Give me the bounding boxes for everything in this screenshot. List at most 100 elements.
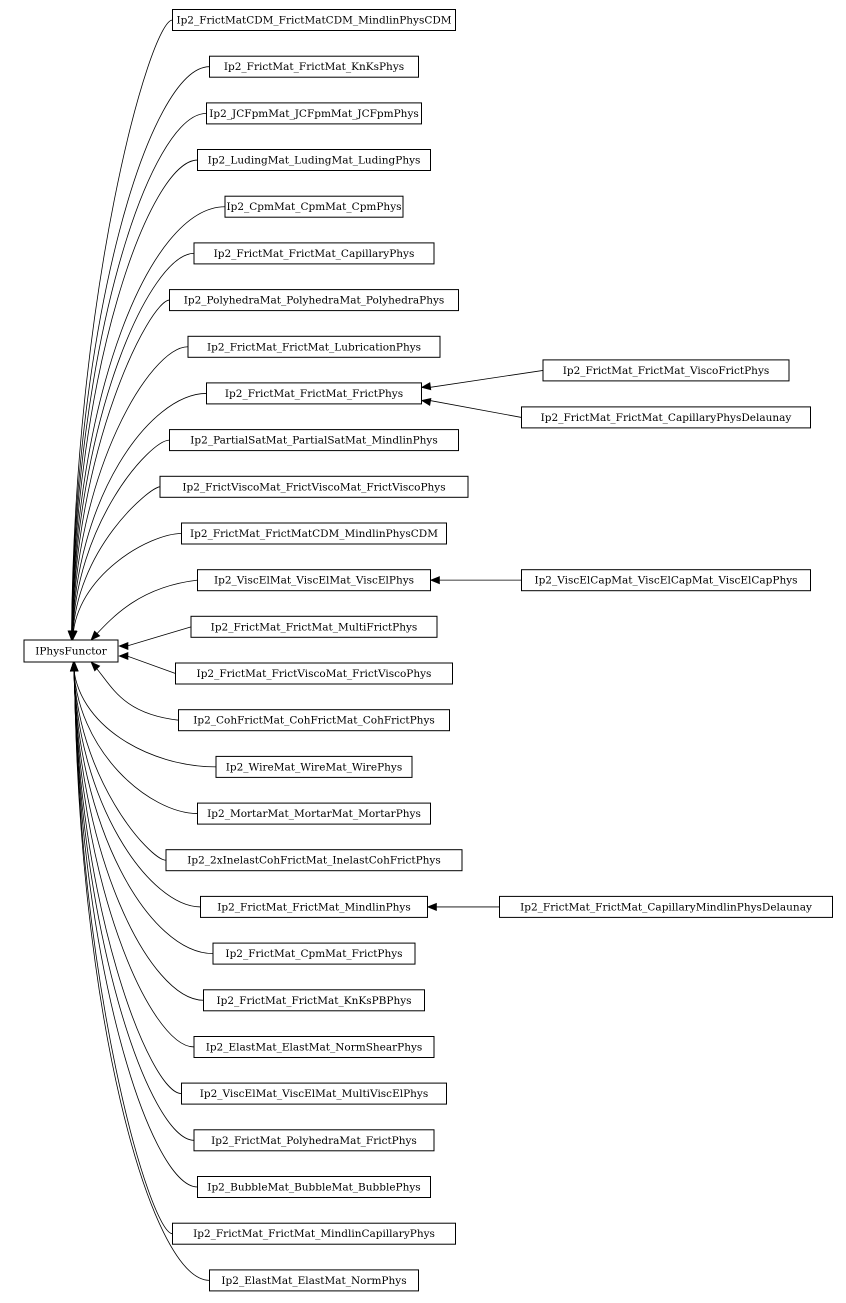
edge-line	[71, 206, 226, 641]
edge-line	[72, 661, 217, 768]
node-box	[197, 569, 431, 592]
node-ip2-frictmat-frictmat-capillaryphysdelaunay[interactable]: Ip2_FrictMat_FrictMat_CapillaryPhysDelau…	[521, 406, 811, 429]
node-iphysfunctor[interactable]: IPhysFunctor	[23, 639, 119, 663]
node-ip2-cpmmat-cpmmat-cpmphys[interactable]: Ip2_CpmMat_CpmMat_CpmPhys	[224, 195, 404, 218]
node-box	[499, 895, 833, 918]
edge-line	[74, 661, 210, 1281]
node-box	[181, 522, 447, 545]
node-label: Ip2_FrictMat_FrictMat_CapillaryPhys	[214, 248, 415, 260]
node-ip2-ludingmat-ludingmat-ludingphys[interactable]: Ip2_LudingMat_LudingMat_LudingPhys	[197, 149, 431, 171]
node-box	[193, 1036, 435, 1058]
node-box	[203, 989, 425, 1012]
node-ip2-elastmat-elastmat-normshearphys[interactable]: Ip2_ElastMat_ElastMat_NormShearPhys	[193, 1036, 435, 1058]
edge-ip2-viscelmat-viscelmat-viscelphys-to-iphysfunctor	[90, 579, 198, 641]
node-box	[181, 1082, 447, 1105]
node-ip2-frictmat-frictviscomat-frictviscophys[interactable]: Ip2_FrictMat_FrictViscoMat_FrictViscoPhy…	[175, 662, 453, 685]
node-ip2-2xinelastcohfrictmat-inelastcohfrictphys[interactable]: Ip2_2xInelastCohFrictMat_InelastCohFrict…	[165, 849, 463, 872]
node-box	[193, 1129, 435, 1152]
edge-ip2-frictmat-frictmat-mindlincapillaryphys-to-iphysfunctor	[70, 661, 173, 1235]
node-ip2-frictmat-frictmat-capillarymindlinphysdelaunay[interactable]: Ip2_FrictMat_FrictMat_CapillaryMindlinPh…	[499, 895, 833, 918]
node-label: Ip2_FrictMat_FrictViscoMat_FrictViscoPhy…	[197, 668, 432, 680]
edge-line	[90, 579, 198, 641]
edge-arrowhead	[70, 661, 79, 672]
node-label: Ip2_FrictMat_FrictMat_MultiFrictPhys	[211, 621, 418, 633]
node-box	[209, 55, 419, 78]
edge-ip2-frictmat-frictmat-viscofrictphys-to-ip2-frictmat-frictmat-frictphys	[420, 370, 544, 391]
node-ip2-frictmat-frictmat-frictphys[interactable]: Ip2_FrictMat_FrictMat_FrictPhys	[206, 382, 422, 405]
edge-line	[71, 253, 195, 641]
edge-line	[72, 533, 182, 641]
node-box	[193, 242, 435, 265]
edge-line	[72, 486, 161, 641]
node-label: Ip2_FrictMat_PolyhedraMat_FrictPhys	[211, 1135, 417, 1147]
node-ip2-frictviscomat-frictviscomat-frictviscophys[interactable]: Ip2_FrictViscoMat_FrictViscoMat_FrictVis…	[159, 475, 469, 498]
edge-line	[71, 19, 173, 641]
node-box	[187, 335, 441, 358]
node-box	[178, 709, 450, 732]
edges-layer	[67, 19, 544, 1281]
node-box	[172, 9, 456, 31]
edge-line	[429, 370, 544, 388]
node-label: Ip2_FrictMat_FrictMat_KnKsPhys	[224, 61, 404, 73]
edge-arrowhead	[118, 651, 129, 661]
node-ip2-frictmat-frictmat-mindlinphys[interactable]: Ip2_FrictMat_FrictMat_MindlinPhys	[200, 895, 428, 918]
node-ip2-frictmat-frictmat-knkspbphys[interactable]: Ip2_FrictMat_FrictMat_KnKsPBPhys	[203, 989, 425, 1012]
node-ip2-bubblemat-bubblemat-bubblephys[interactable]: Ip2_BubbleMat_BubbleMat_BubblePhys	[197, 1176, 431, 1198]
node-box	[159, 475, 469, 498]
node-ip2-frictmat-frictmat-capillaryphys[interactable]: Ip2_FrictMat_FrictMat_CapillaryPhys	[193, 242, 435, 265]
edge-line	[126, 626, 192, 647]
edge-ip2-frictmat-frictmat-capillarymindlinphysdelaunay-to-ip2-frictmat-frictmat-mindlinphys	[426, 902, 500, 911]
edge-line	[72, 439, 170, 641]
edge-ip2-bubblemat-bubblemat-bubblephys-to-iphysfunctor	[70, 661, 198, 1188]
node-label: Ip2_MortarMat_MortarMat_MortarPhys	[207, 808, 421, 820]
node-box	[521, 406, 811, 429]
node-label: Ip2_FrictMatCDM_FrictMatCDM_MindlinPhysC…	[176, 15, 451, 27]
edge-ip2-frictmat-frictmat-capillaryphysdelaunay-to-ip2-frictmat-frictmat-frictphys	[420, 398, 522, 418]
node-ip2-frictmat-frictmat-knksphys[interactable]: Ip2_FrictMat_FrictMat_KnKsPhys	[209, 55, 419, 78]
node-label: IPhysFunctor	[35, 646, 108, 658]
node-box	[521, 569, 811, 592]
node-ip2-cohfrictmat-cohfrictmat-cohfrictphys[interactable]: Ip2_CohFrictMat_CohFrictMat_CohFrictPhys	[178, 709, 450, 732]
node-ip2-polyhedramat-polyhedramat-polyhedraphys[interactable]: Ip2_PolyhedraMat_PolyhedraMat_PolyhedraP…	[169, 289, 459, 312]
node-ip2-elastmat-elastmat-normphys[interactable]: Ip2_ElastMat_ElastMat_NormPhys	[209, 1269, 419, 1292]
node-box	[197, 149, 431, 171]
node-ip2-frictmat-cpmmat-frictphys[interactable]: Ip2_FrictMat_CpmMat_FrictPhys	[212, 942, 416, 965]
node-label: Ip2_FrictMat_FrictMat_MindlinCapillaryPh…	[193, 1228, 435, 1240]
node-ip2-frictmatcdm-frictmatcdm-mindlinphyscdm[interactable]: Ip2_FrictMatCDM_FrictMatCDM_MindlinPhysC…	[172, 9, 456, 31]
node-label: Ip2_FrictMat_FrictMatCDM_MindlinPhysCDM	[190, 528, 438, 540]
node-ip2-frictmat-frictmat-multifrictphys[interactable]: Ip2_FrictMat_FrictMat_MultiFrictPhys	[190, 615, 438, 638]
node-box	[165, 849, 463, 872]
edge-ip2-jcfpmmat-jcfpmmat-jcfpmphys-to-iphysfunctor	[67, 112, 207, 641]
node-label: Ip2_FrictMat_FrictMat_ViscoFrictPhys	[563, 365, 770, 377]
node-ip2-partialsatmat-partialsatmat-mindlinphys[interactable]: Ip2_PartialSatMat_PartialSatMat_MindlinP…	[169, 429, 459, 452]
node-ip2-wiremat-wiremat-wirephys[interactable]: Ip2_WireMat_WireMat_WirePhys	[215, 755, 413, 778]
node-label: Ip2_2xInelastCohFrictMat_InelastCohFrict…	[187, 855, 441, 867]
node-ip2-viscelcapmat-viscelcapmat-viscelcapphys[interactable]: Ip2_ViscElCapMat_ViscElCapMat_ViscElCapP…	[521, 569, 811, 592]
node-label: Ip2_FrictMat_FrictMat_MindlinPhys	[217, 901, 411, 913]
node-ip2-frictmat-frictmat-mindlincapillaryphys[interactable]: Ip2_FrictMat_FrictMat_MindlinCapillaryPh…	[172, 1222, 456, 1245]
node-box	[212, 942, 416, 965]
node-ip2-frictmat-polyhedramat-frictphys[interactable]: Ip2_FrictMat_PolyhedraMat_FrictPhys	[193, 1129, 435, 1152]
node-ip2-frictmat-frictmat-viscofrictphys[interactable]: Ip2_FrictMat_FrictMat_ViscoFrictPhys	[542, 359, 790, 382]
node-ip2-jcfpmmat-jcfpmmat-jcfpmphys[interactable]: Ip2_JCFpmMat_JCFpmMat_JCFpmPhys	[206, 102, 422, 125]
edge-ip2-frictmat-frictmatcdm-mindlinphyscdm-to-iphysfunctor	[69, 533, 182, 641]
node-ip2-frictmat-frictmat-lubricationphys[interactable]: Ip2_FrictMat_FrictMat_LubricationPhys	[187, 335, 441, 358]
node-label: Ip2_ElastMat_ElastMat_NormShearPhys	[206, 1041, 423, 1053]
node-label: Ip2_PartialSatMat_PartialSatMat_MindlinP…	[190, 435, 437, 447]
node-ip2-viscelmat-viscelmat-multiviscelphys[interactable]: Ip2_ViscElMat_ViscElMat_MultiViscElPhys	[181, 1082, 447, 1105]
edge-ip2-elastmat-elastmat-normphys-to-iphysfunctor	[70, 661, 210, 1281]
edge-ip2-mortarmat-mortarmat-mortarphys-to-iphysfunctor	[69, 661, 198, 814]
node-ip2-viscelmat-viscelmat-viscelphys[interactable]: Ip2_ViscElMat_ViscElMat_ViscElPhys	[197, 569, 431, 592]
edge-line	[429, 400, 522, 418]
edge-line	[73, 661, 195, 1048]
node-box	[542, 359, 790, 382]
edge-arrowhead	[69, 630, 78, 641]
node-label: Ip2_FrictMat_CpmMat_FrictPhys	[225, 948, 402, 960]
edge-line	[90, 661, 179, 721]
edge-line	[73, 661, 201, 908]
node-box	[200, 895, 428, 918]
node-ip2-mortarmat-mortarmat-mortarphys[interactable]: Ip2_MortarMat_MortarMat_MortarPhys	[197, 802, 431, 825]
node-ip2-frictmat-frictmatcdm-mindlinphyscdm[interactable]: Ip2_FrictMat_FrictMatCDM_MindlinPhysCDM	[181, 522, 447, 545]
node-label: Ip2_ViscElMat_ViscElMat_MultiViscElPhys	[200, 1088, 429, 1100]
